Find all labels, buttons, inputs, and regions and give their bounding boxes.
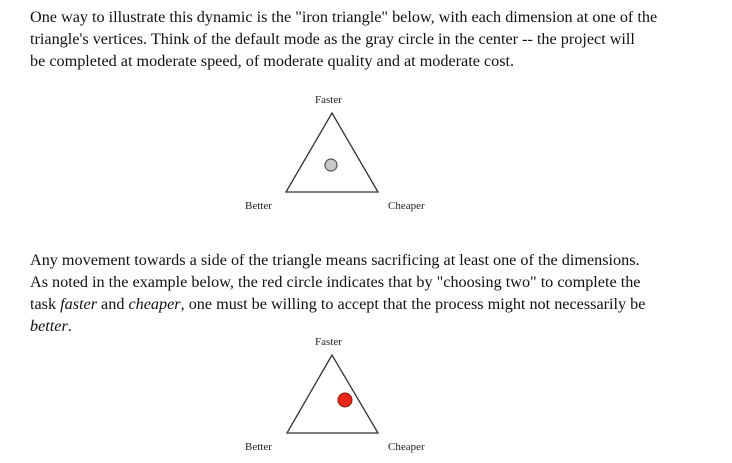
vertex-label-cheaper: Cheaper <box>388 200 425 212</box>
iron-triangle-1 <box>284 111 380 193</box>
text: task <box>30 295 61 313</box>
text-line: better. <box>30 316 72 336</box>
text-line: One way to illustrate this dynamic is th… <box>30 8 658 26</box>
text-line: be completed at moderate speed, of moder… <box>30 52 515 70</box>
emphasis-better: better <box>30 317 68 335</box>
vertex-label-better: Better <box>245 441 272 453</box>
text: , one must be willing to accept that the… <box>180 295 646 313</box>
vertex-label-faster: Faster <box>315 94 342 106</box>
default-mode-circle <box>324 158 338 172</box>
emphasis-cheaper: cheaper <box>128 295 181 313</box>
text: . <box>67 317 72 335</box>
faster-cheaper-circle <box>337 392 353 408</box>
emphasis-faster: faster <box>60 295 97 313</box>
text-line: Any movement towards a side of the trian… <box>30 251 640 269</box>
text-line: task faster and cheaper, one must be wil… <box>30 294 645 314</box>
vertex-label-better: Better <box>245 200 272 212</box>
vertex-label-faster: Faster <box>315 336 342 348</box>
text: and <box>97 295 129 313</box>
text-line: triangle's vertices. Think of the defaul… <box>30 30 635 48</box>
text-line: As noted in the example below, the red c… <box>30 273 641 291</box>
vertex-label-cheaper: Cheaper <box>388 441 425 453</box>
iron-triangle-2 <box>285 353 380 434</box>
